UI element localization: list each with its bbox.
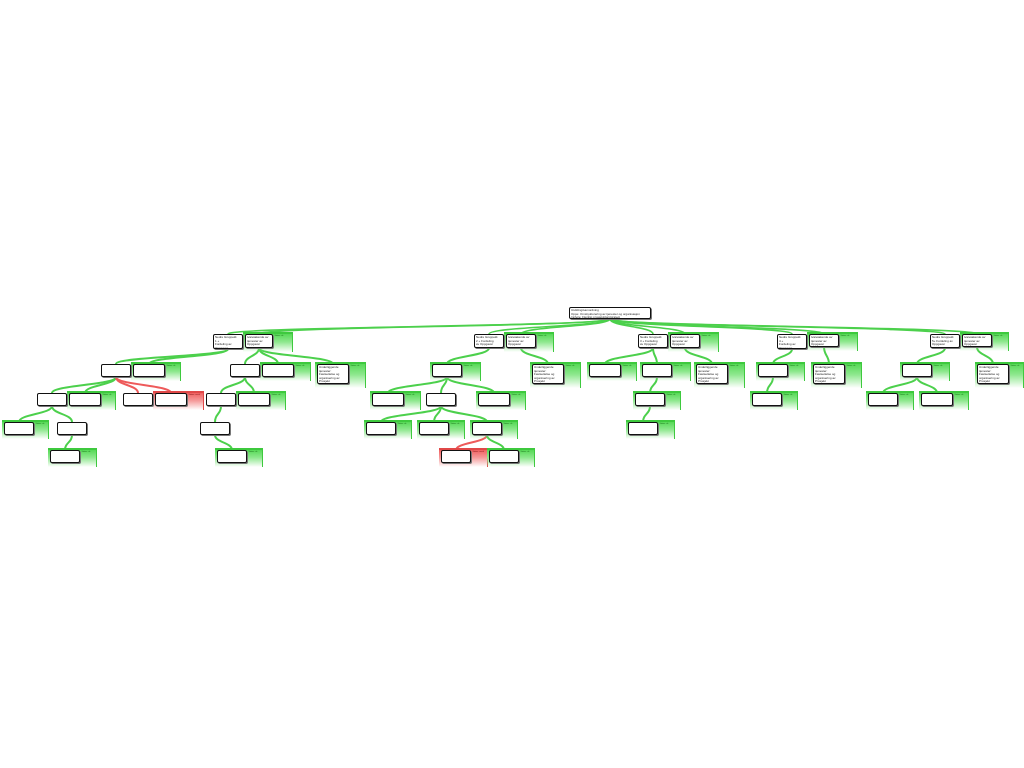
- status-tag-label: Status: ok: [701, 335, 711, 337]
- tree-node[interactable]: [426, 393, 456, 406]
- tree-node[interactable]: [200, 422, 230, 435]
- status-tag-label: Status: ok: [659, 423, 669, 425]
- status-tag-label: Status: ok: [622, 365, 632, 367]
- status-tag-label: Status: ok: [1010, 365, 1020, 367]
- tree-node[interactable]: [635, 393, 665, 406]
- tree-node[interactable]: Ivaretakende av tjenester av Oppgaver: [670, 334, 700, 348]
- status-tag-label: Status: ok: [511, 394, 521, 396]
- tree-node[interactable]: Nedre Gruppeld. 5+ Fordeling av Oppgaver: [930, 334, 960, 348]
- root-node[interactable]: Utvikling/samordning Oppe: Omstruktureri…: [569, 307, 651, 319]
- status-tag-label: Status: ok: [274, 335, 284, 337]
- tree-node[interactable]: [37, 393, 67, 406]
- status-tag-label: Status: ok: [783, 394, 793, 396]
- status-tag-label: Status: ok: [271, 394, 281, 396]
- tree-node[interactable]: [155, 393, 187, 406]
- connector-line: [258, 318, 611, 335]
- status-tag-label: Status: ok: [463, 365, 473, 367]
- tree-node[interactable]: [432, 364, 462, 377]
- tree-node[interactable]: [642, 364, 672, 377]
- tree-node[interactable]: [419, 422, 449, 435]
- tree-node[interactable]: Underliggende tjenester: Fastsettelse og…: [696, 364, 728, 384]
- tree-node[interactable]: Ivaretakende av tjenester av Oppgaver: [506, 334, 536, 348]
- status-tag-label: Status: ok: [666, 394, 676, 396]
- tree-node[interactable]: [366, 422, 396, 435]
- status-tag-label: Status: ok: [954, 394, 964, 396]
- connector-line: [520, 318, 611, 335]
- tree-node[interactable]: [217, 450, 247, 463]
- tree-node[interactable]: [4, 422, 34, 435]
- connector-line: [148, 348, 229, 365]
- tree-node[interactable]: [69, 393, 101, 406]
- status-tag-label: Status: ok: [840, 335, 850, 337]
- status-tag-label: Status: ok: [729, 365, 739, 367]
- status-tag-label: Status: ok: [450, 423, 460, 425]
- status-tag-label: Status: ok: [166, 365, 176, 367]
- tree-node[interactable]: [262, 364, 294, 377]
- tree-node[interactable]: [50, 450, 80, 463]
- connector-line: [51, 405, 73, 423]
- status-tag-label: Status: ok: [35, 423, 45, 425]
- tree-node[interactable]: Underliggende tjenester: Fastsettelse og…: [977, 364, 1009, 384]
- tree-node[interactable]: [472, 422, 502, 435]
- status-tag-label: Status: ok: [933, 365, 943, 367]
- tree-node[interactable]: Underliggende tjenester: Fastsettelse og…: [317, 364, 349, 384]
- status-tag-label: Status: ok: [537, 335, 547, 337]
- status-tag-label: Status: ok: [503, 423, 513, 425]
- connector-line: [609, 318, 978, 335]
- tree-node[interactable]: Nedre Gruppeld. 4 + Fordeling av Oppgave…: [777, 334, 807, 349]
- tree-node[interactable]: [133, 364, 165, 377]
- status-tag-alert-label: Status: avvik: [188, 394, 200, 396]
- tree-node[interactable]: [57, 422, 87, 435]
- tree-node[interactable]: Nedre Gruppeld. 1 + Fordeling av Oppgave…: [213, 334, 243, 349]
- tree-node[interactable]: Nedre Gruppeld. 3 + Fordeling av Oppgave…: [638, 334, 668, 348]
- tree-node[interactable]: [752, 393, 782, 406]
- tree-node[interactable]: [101, 364, 131, 377]
- status-tag-label: Status: ok: [295, 365, 305, 367]
- tree-node[interactable]: Nedre Gruppeld. 2 + Fordeling av Oppgave…: [474, 334, 504, 348]
- tree-node[interactable]: [206, 393, 236, 406]
- tree-node[interactable]: [238, 393, 270, 406]
- status-tag-label: Status: ok: [846, 365, 856, 367]
- status-tag-label: Status: ok: [520, 451, 530, 453]
- status-tag-label: Status: ok: [397, 423, 407, 425]
- status-tag-label: Status: ok: [993, 335, 1003, 337]
- tree-node[interactable]: Ivaretakende av tjenester av Oppgaver: [962, 334, 992, 347]
- tree-node[interactable]: Ivaretakende av tjenester av Oppgaver: [245, 334, 273, 348]
- tree-node[interactable]: Underliggende tjenester: Fastsettelse og…: [532, 364, 564, 384]
- connector-line: [609, 318, 686, 335]
- tree-node[interactable]: [758, 364, 788, 377]
- status-tag-label: Status: ok: [789, 365, 799, 367]
- status-tag-label: Status: ok: [673, 365, 683, 367]
- tree-node[interactable]: [902, 364, 932, 377]
- status-tag-alert-label: Status: avvik: [472, 451, 484, 453]
- status-tag-label: Status: ok: [81, 451, 91, 453]
- tree-node[interactable]: [921, 393, 953, 406]
- status-tag-label: Status: ok: [350, 365, 360, 367]
- status-tag-label: Status: ok: [102, 394, 112, 396]
- tree-node[interactable]: [478, 393, 510, 406]
- tree-node[interactable]: [628, 422, 658, 435]
- tree-node[interactable]: [589, 364, 621, 377]
- tree-node[interactable]: [230, 364, 260, 377]
- tree-node[interactable]: [123, 393, 153, 406]
- tree-node[interactable]: [372, 393, 404, 406]
- tree-node[interactable]: [489, 450, 519, 463]
- connector-line: [214, 405, 222, 423]
- tree-node[interactable]: Underliggende tjenester: Fastsettelse og…: [813, 364, 845, 384]
- status-tag-label: Status: ok: [248, 451, 258, 453]
- status-tag-label: Status: ok: [899, 394, 909, 396]
- tree-node[interactable]: [868, 393, 898, 406]
- status-tag-label: Status: ok: [405, 394, 415, 396]
- tree-node[interactable]: [441, 450, 471, 463]
- status-tag-label: Status: ok: [565, 365, 575, 367]
- tree-node[interactable]: Ivaretakende av tjenester av Oppgaver: [809, 334, 839, 347]
